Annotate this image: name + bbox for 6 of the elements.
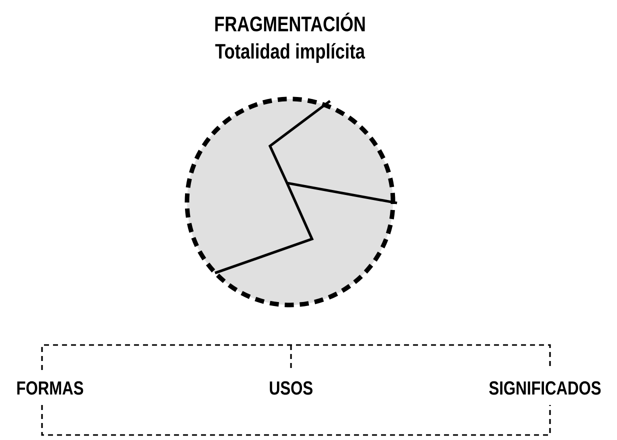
subtitle: Totalidad implícita [215, 43, 366, 63]
column-label: FORMAS [17, 381, 84, 395]
title: FRAGMENTACIÓN [215, 12, 365, 32]
column-label: SIGNIFICADOS [489, 381, 601, 395]
dashed-circle [184, 96, 396, 308]
column-label: USOS [270, 381, 312, 395]
